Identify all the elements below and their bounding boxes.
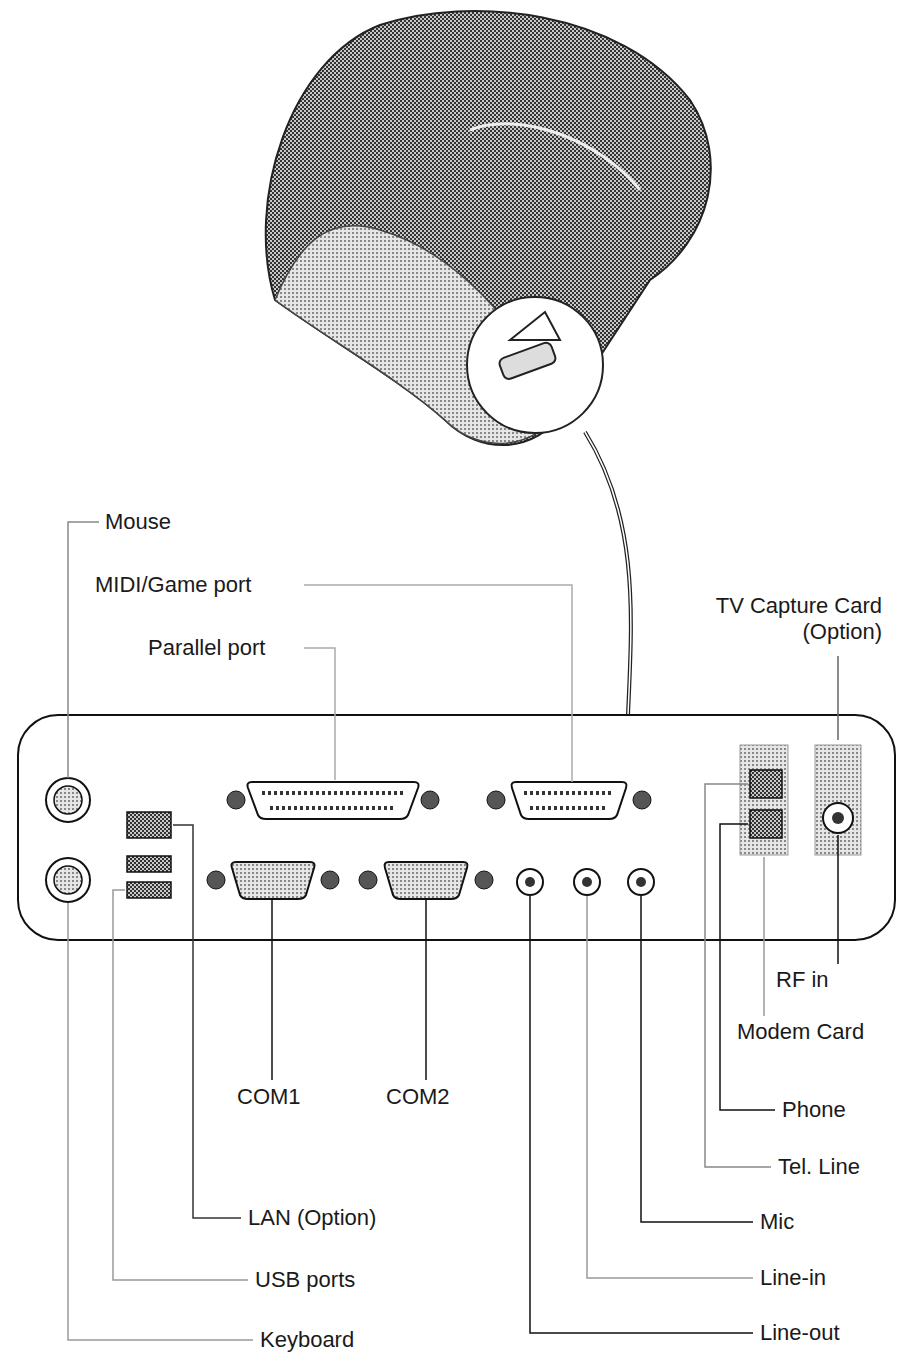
- leader-line: [68, 903, 253, 1340]
- mouse-button: [510, 312, 560, 340]
- port-label: Parallel port: [148, 635, 265, 661]
- port-label: Line-out: [760, 1320, 840, 1346]
- rf-connector: [832, 812, 844, 824]
- mouse-port: [46, 778, 90, 822]
- detail-circle: [467, 297, 603, 433]
- rj-jack: [750, 810, 782, 838]
- leader-line: [113, 890, 248, 1280]
- leader-line: [271, 900, 273, 1080]
- leader-line: [304, 648, 335, 780]
- port-label: Modem Card: [737, 1019, 864, 1045]
- port-label: COM1: [237, 1084, 301, 1110]
- mouse-button: [498, 341, 557, 380]
- audio-jack: [636, 877, 646, 887]
- screw: [475, 871, 493, 889]
- lan-port: [127, 812, 171, 838]
- screw: [227, 791, 245, 809]
- port-label: COM2: [386, 1084, 450, 1110]
- pins: [524, 791, 614, 795]
- audio-jack: [525, 877, 535, 887]
- port-label: USB ports: [255, 1267, 355, 1293]
- keyboard-port: [54, 866, 82, 894]
- leader-line: [837, 656, 839, 740]
- port-label: LAN (Option): [248, 1205, 376, 1231]
- leader-line: [641, 896, 753, 1222]
- leader-line: [68, 522, 99, 778]
- leader-line: [720, 824, 775, 1110]
- audio-jack: [517, 869, 543, 895]
- mouse-body: [266, 11, 711, 445]
- port-label: Mouse: [105, 509, 171, 535]
- port-label: Line-in: [760, 1265, 826, 1291]
- port-label: Tel. Line: [778, 1154, 860, 1180]
- leader-line: [425, 900, 427, 1080]
- screw: [421, 791, 439, 809]
- rj-jack: [750, 770, 782, 798]
- screw: [321, 871, 339, 889]
- com-port: [385, 862, 468, 899]
- mouse-highlight: [470, 124, 640, 190]
- port-label: Phone: [782, 1097, 846, 1123]
- leader-line: [304, 585, 572, 782]
- parallel-port: [248, 782, 419, 819]
- port-label: Keyboard: [260, 1327, 354, 1353]
- audio-jack: [628, 869, 654, 895]
- pins: [262, 791, 404, 795]
- mouse-port: [54, 786, 82, 814]
- screw: [487, 791, 505, 809]
- screw: [207, 871, 225, 889]
- leader-lines: [68, 522, 838, 1340]
- leader-line: [705, 784, 771, 1167]
- com-port: [232, 862, 315, 899]
- port-label: RF in: [776, 967, 829, 993]
- screw: [633, 791, 651, 809]
- rf-connector: [823, 803, 853, 833]
- modem-card: [740, 745, 788, 855]
- mouse-cable: [585, 432, 631, 715]
- leader-line: [587, 896, 753, 1278]
- leader-line: [763, 857, 765, 1016]
- keyboard-port: [46, 858, 90, 902]
- pins: [270, 806, 396, 810]
- port-label: MIDI/Game port: [95, 572, 251, 598]
- usb-port: [127, 856, 171, 872]
- game-port: [512, 782, 627, 819]
- pins: [530, 806, 608, 810]
- usb-port: [127, 882, 171, 898]
- leader-line: [837, 835, 839, 964]
- port-label: TV Capture Card (Option): [697, 593, 882, 645]
- port-label: Mic: [760, 1209, 794, 1235]
- audio-jack: [582, 877, 592, 887]
- mouse-cable: [585, 432, 631, 715]
- screw: [359, 871, 377, 889]
- leader-line: [530, 896, 753, 1333]
- leader-line: [173, 825, 241, 1218]
- audio-jack: [574, 869, 600, 895]
